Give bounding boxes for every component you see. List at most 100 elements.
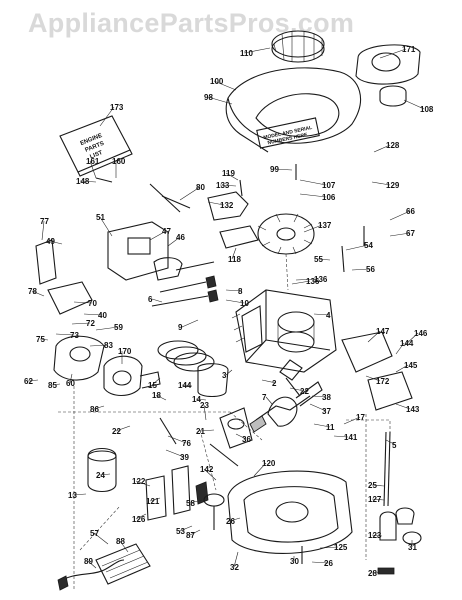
part-number-label: 40 (98, 311, 107, 320)
part-number-label: 80 (196, 183, 205, 192)
part-number-label: 28 (368, 569, 377, 578)
part-number-label: 51 (96, 213, 105, 222)
leader-line (395, 403, 411, 410)
fuel-tank-filter (145, 465, 209, 521)
leader-line (181, 319, 199, 328)
camshaft (219, 407, 253, 449)
leader-line (73, 301, 93, 304)
part-number-label: 147 (376, 327, 390, 336)
leader-line (233, 551, 239, 568)
leader-line (313, 313, 331, 316)
part-number-label: 160 (112, 157, 126, 166)
leader-line (219, 184, 237, 187)
part-number-label: 5 (392, 441, 397, 450)
part-number-label: 83 (104, 341, 113, 350)
assembly-guides (58, 253, 391, 590)
carburetor-lower (103, 355, 161, 397)
governor-gear (203, 493, 225, 530)
part-number-label: 118 (228, 255, 241, 264)
leader-line (203, 404, 207, 421)
part-number-label: 37 (322, 407, 331, 416)
part-number-label: 72 (86, 319, 95, 328)
leader-line (99, 473, 111, 476)
part-number-label: 2 (272, 379, 277, 388)
part-number-label: 86 (90, 405, 99, 414)
part-number-label: 125 (334, 543, 348, 552)
flywheel (257, 213, 315, 255)
part-number-label: 173 (110, 103, 124, 112)
leader-line (89, 160, 97, 179)
part-number-label: 121 (146, 497, 160, 506)
part-number-label: 14 (192, 395, 201, 404)
part-number-label: 128 (386, 141, 400, 150)
part-number-label: 22 (112, 427, 121, 436)
leader-line (115, 425, 131, 432)
book-text-line3: LIST (89, 150, 104, 161)
part-number-label: 21 (196, 427, 205, 436)
fuel-cap (395, 507, 422, 545)
leader-line (289, 387, 305, 392)
leader-line (27, 379, 39, 382)
engine-block (231, 289, 337, 373)
leader-line (351, 268, 371, 271)
leader-line (265, 396, 273, 405)
part-number-label: 31 (408, 543, 417, 552)
leader-line (203, 468, 217, 481)
part-number-label: 137 (318, 221, 332, 230)
part-number-label: 110 (240, 49, 253, 58)
leader-lines (27, 47, 425, 574)
parts-book: ENGINE PARTS LIST (59, 115, 133, 177)
leader-line (71, 322, 91, 325)
leader-line (379, 48, 407, 59)
part-number-label: 106 (322, 193, 336, 202)
part-number-label: 24 (96, 471, 105, 480)
part-number-label: 26 (226, 517, 235, 526)
part-number-label: 15 (148, 381, 157, 390)
part-number-label: 26 (324, 559, 333, 568)
leader-line (365, 375, 381, 382)
part-number-label: 58 (186, 499, 195, 508)
leader-line (51, 383, 61, 386)
fasteners (95, 164, 365, 564)
part-number-label: 99 (270, 165, 279, 174)
leader-line (225, 172, 239, 181)
leader-line (93, 405, 105, 410)
part-number-label: 55 (314, 255, 323, 264)
leader-line (189, 499, 203, 504)
part-number-label: 32 (230, 563, 239, 572)
part-number-label: 11 (326, 423, 335, 432)
leader-line (179, 525, 193, 532)
intake-manifold (53, 335, 105, 381)
watermark-text: AppliancePartsPros.com (28, 8, 355, 38)
part-number-label: 75 (36, 335, 45, 344)
part-number-label: 133 (216, 181, 230, 190)
leader-line (167, 435, 187, 444)
part-number-label: 59 (114, 323, 123, 332)
leader-line (135, 480, 151, 487)
leader-line (225, 299, 245, 304)
leader-line (311, 561, 329, 564)
leader-line (389, 232, 411, 237)
carburetor-upper (107, 221, 183, 281)
connecting-rod (279, 359, 303, 397)
leader-line (333, 435, 349, 438)
part-number-label: 107 (322, 181, 336, 190)
part-number-label: 30 (290, 557, 299, 566)
part-number-label: 53 (176, 527, 185, 536)
leader-line (225, 289, 243, 292)
leader-line (367, 330, 381, 343)
part-number-label: 36 (242, 435, 251, 444)
leader-line (69, 373, 73, 384)
leader-line (371, 498, 385, 501)
part-number-label: 54 (364, 241, 373, 250)
part-number-label: 77 (40, 217, 49, 226)
part-number-label: 170 (118, 347, 132, 356)
part-number-label: 85 (48, 381, 57, 390)
leader-line (345, 244, 369, 251)
part-number-label: 17 (356, 413, 365, 422)
leader-line (83, 313, 103, 316)
leader-line (89, 344, 109, 347)
